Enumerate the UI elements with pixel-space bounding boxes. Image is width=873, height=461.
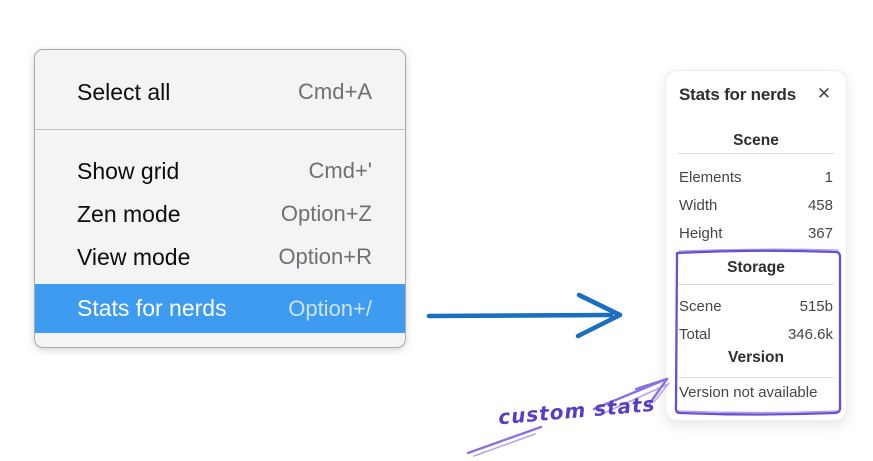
stat-label: Scene bbox=[679, 297, 722, 315]
menu-item-view-mode[interactable]: View mode Option+R bbox=[35, 235, 405, 279]
menu-item-shortcut: Option+R bbox=[278, 244, 372, 269]
menu-item-select-all[interactable]: Select all Cmd+A bbox=[35, 70, 405, 114]
context-menu: Select all Cmd+A Show grid Cmd+' Zen mod… bbox=[34, 49, 406, 348]
section-divider bbox=[678, 284, 834, 285]
stat-label: Width bbox=[679, 196, 718, 214]
stat-label: Total bbox=[679, 325, 711, 343]
menu-item-stats-for-nerds[interactable]: Stats for nerds Option+/ bbox=[35, 284, 405, 333]
section-heading-storage: Storage bbox=[727, 259, 785, 276]
menu-item-shortcut: Option+/ bbox=[288, 295, 372, 321]
version-message: Version not available bbox=[679, 384, 818, 401]
menu-item-zen-mode[interactable]: Zen mode Option+Z bbox=[35, 192, 405, 236]
stat-label: Height bbox=[679, 224, 723, 242]
stat-label: Elements bbox=[679, 168, 742, 186]
menu-item-shortcut: Cmd+' bbox=[308, 158, 373, 183]
menu-item-label: Zen mode bbox=[77, 200, 181, 227]
menu-item-label: Stats for nerds bbox=[77, 295, 227, 321]
close-icon[interactable]: ✕ bbox=[816, 84, 832, 103]
stats-row-height: Height 367 bbox=[666, 219, 846, 247]
stats-row-scene-size: Scene 515b bbox=[666, 292, 846, 320]
section-heading-version: Version bbox=[728, 349, 784, 366]
menu-divider bbox=[35, 129, 405, 130]
menu-item-label: View mode bbox=[77, 243, 191, 270]
section-heading-scene: Scene bbox=[733, 132, 779, 149]
menu-item-label: Select all bbox=[77, 78, 171, 105]
flow-arrow bbox=[426, 292, 623, 339]
stats-panel: Stats for nerds ✕ Scene Elements 1 Width… bbox=[665, 70, 847, 421]
stats-row-total-size: Total 346.6k bbox=[666, 320, 846, 348]
stats-row-elements: Elements 1 bbox=[666, 163, 846, 191]
menu-item-shortcut: Cmd+A bbox=[298, 79, 372, 104]
stat-value: 515b bbox=[799, 297, 833, 315]
stat-value: 458 bbox=[807, 196, 833, 214]
stats-panel-title: Stats for nerds bbox=[679, 85, 796, 104]
section-divider bbox=[678, 377, 834, 378]
menu-item-show-grid[interactable]: Show grid Cmd+' bbox=[35, 149, 405, 193]
menu-item-shortcut: Option+Z bbox=[280, 201, 372, 226]
stats-row-width: Width 458 bbox=[666, 191, 846, 219]
section-divider bbox=[678, 153, 834, 154]
stat-value: 346.6k bbox=[787, 325, 833, 343]
custom-stats-label: custom stats bbox=[497, 391, 657, 430]
stat-value: 367 bbox=[807, 224, 833, 242]
stat-value: 1 bbox=[824, 168, 833, 186]
menu-item-label: Show grid bbox=[77, 157, 180, 184]
